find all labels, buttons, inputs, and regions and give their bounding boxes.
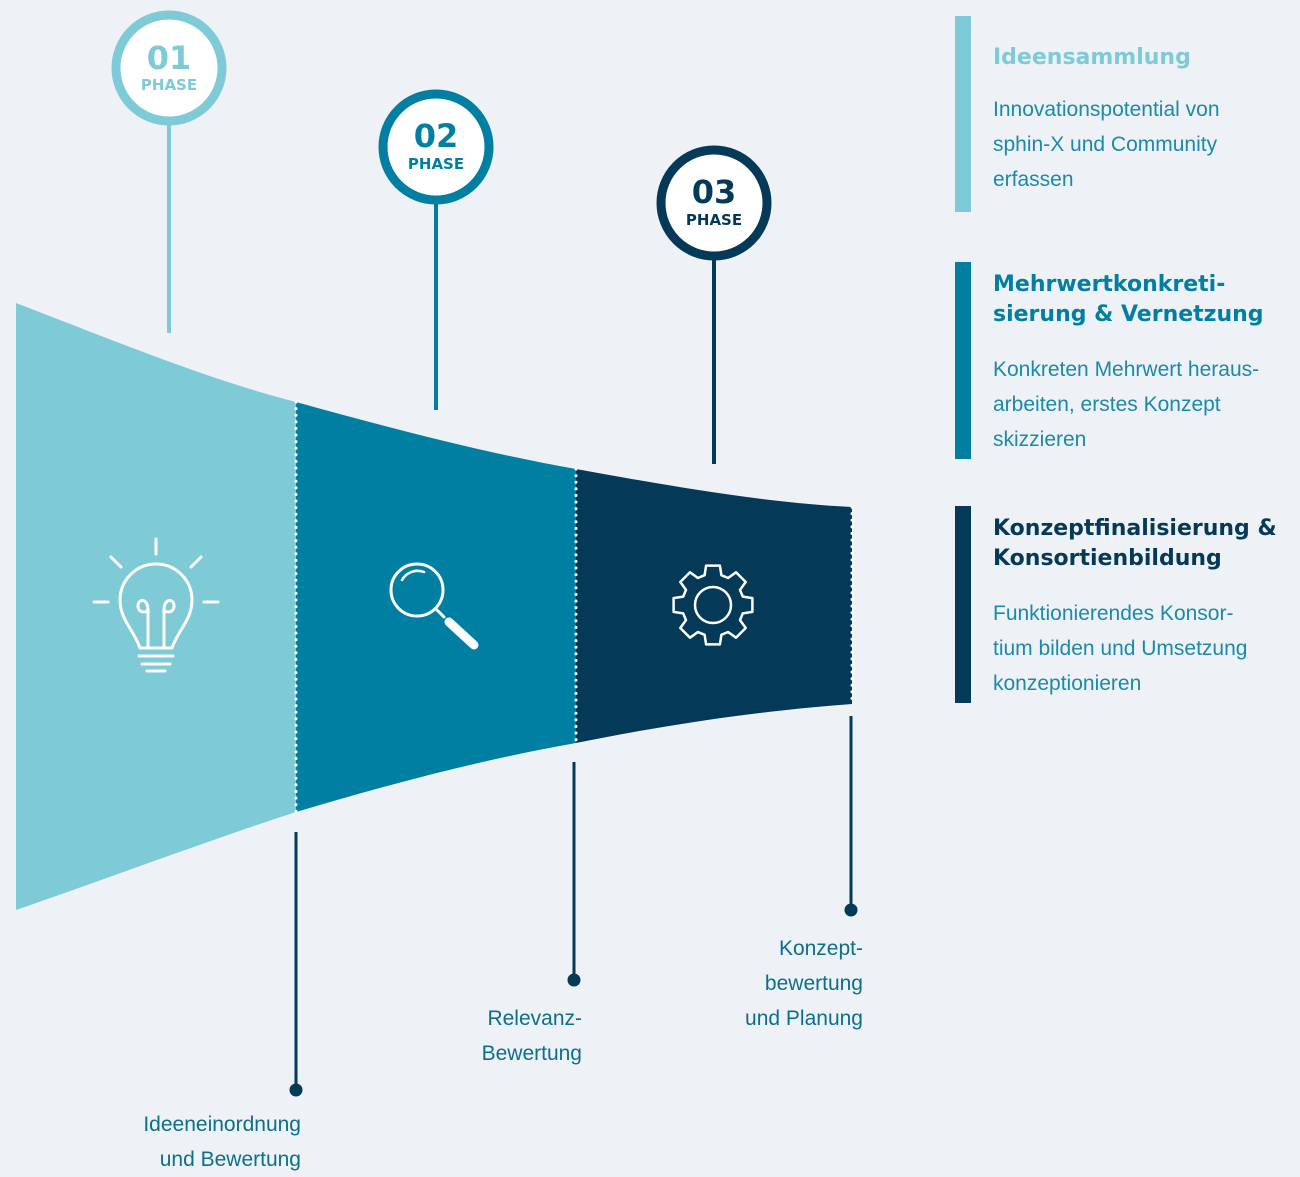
legend-description: Funktionierendes Konsor- tium bilden und… xyxy=(993,602,1248,695)
gate-marker-2 xyxy=(567,762,581,987)
phase-label: PHASE xyxy=(686,211,742,229)
legend-item-ideensammlung: Ideensammlung Innovationspotential von s… xyxy=(955,16,1300,212)
legend-description: Konkreten Mehrwert heraus- arbeiten, ers… xyxy=(993,358,1260,451)
legend-color-bar xyxy=(955,506,971,703)
legend-color-bar xyxy=(955,262,971,459)
lightbulb-icon xyxy=(92,537,220,673)
gate-dot xyxy=(567,973,581,987)
phase-label: PHASE xyxy=(408,155,464,173)
gear-icon xyxy=(672,564,754,646)
phase-number: 01 xyxy=(147,39,192,77)
gate-label-1: Ideeneinordnung und Bewertung xyxy=(143,1113,301,1171)
phase-badge-2: 02 PHASE xyxy=(378,89,494,410)
legend-title: Mehrwertkonkreti- sierung & Vernetzung xyxy=(993,272,1264,327)
phase-circle xyxy=(656,145,772,261)
funnel-segment-phase-3 xyxy=(576,469,852,743)
legend-item-konzept: Konzeptfinalisierung & Konsortienbildung… xyxy=(955,506,1300,703)
gate-label-3: Konzept- bewertung und Planung xyxy=(745,937,863,1030)
phase-label: PHASE xyxy=(141,76,197,94)
phase-badge-3: 03 PHASE xyxy=(656,145,772,464)
legend-color-bar xyxy=(955,16,971,212)
legend-title: Konzeptfinalisierung & Konsortienbildung xyxy=(993,516,1277,571)
gate-dot xyxy=(844,903,858,917)
magnifier-icon xyxy=(389,562,479,650)
phase-circle xyxy=(378,89,494,205)
gate-marker-3 xyxy=(844,716,858,917)
phase-number: 03 xyxy=(692,173,737,211)
phase-circle xyxy=(111,10,227,126)
gate-marker-1 xyxy=(289,832,303,1097)
funnel-segment-phase-1 xyxy=(16,303,296,910)
phase-badge-1: 01 PHASE xyxy=(111,10,227,333)
legend-item-mehrwert: Mehrwertkonkreti- sierung & Vernetzung K… xyxy=(955,262,1300,459)
legend-title: Ideensammlung xyxy=(993,45,1191,70)
phase-number: 02 xyxy=(414,117,459,155)
gate-dot xyxy=(289,1083,303,1097)
legend-description: Innovationspotential von sphin-X und Com… xyxy=(993,98,1220,191)
gate-label-2: Relevanz- Bewertung xyxy=(481,1007,582,1065)
